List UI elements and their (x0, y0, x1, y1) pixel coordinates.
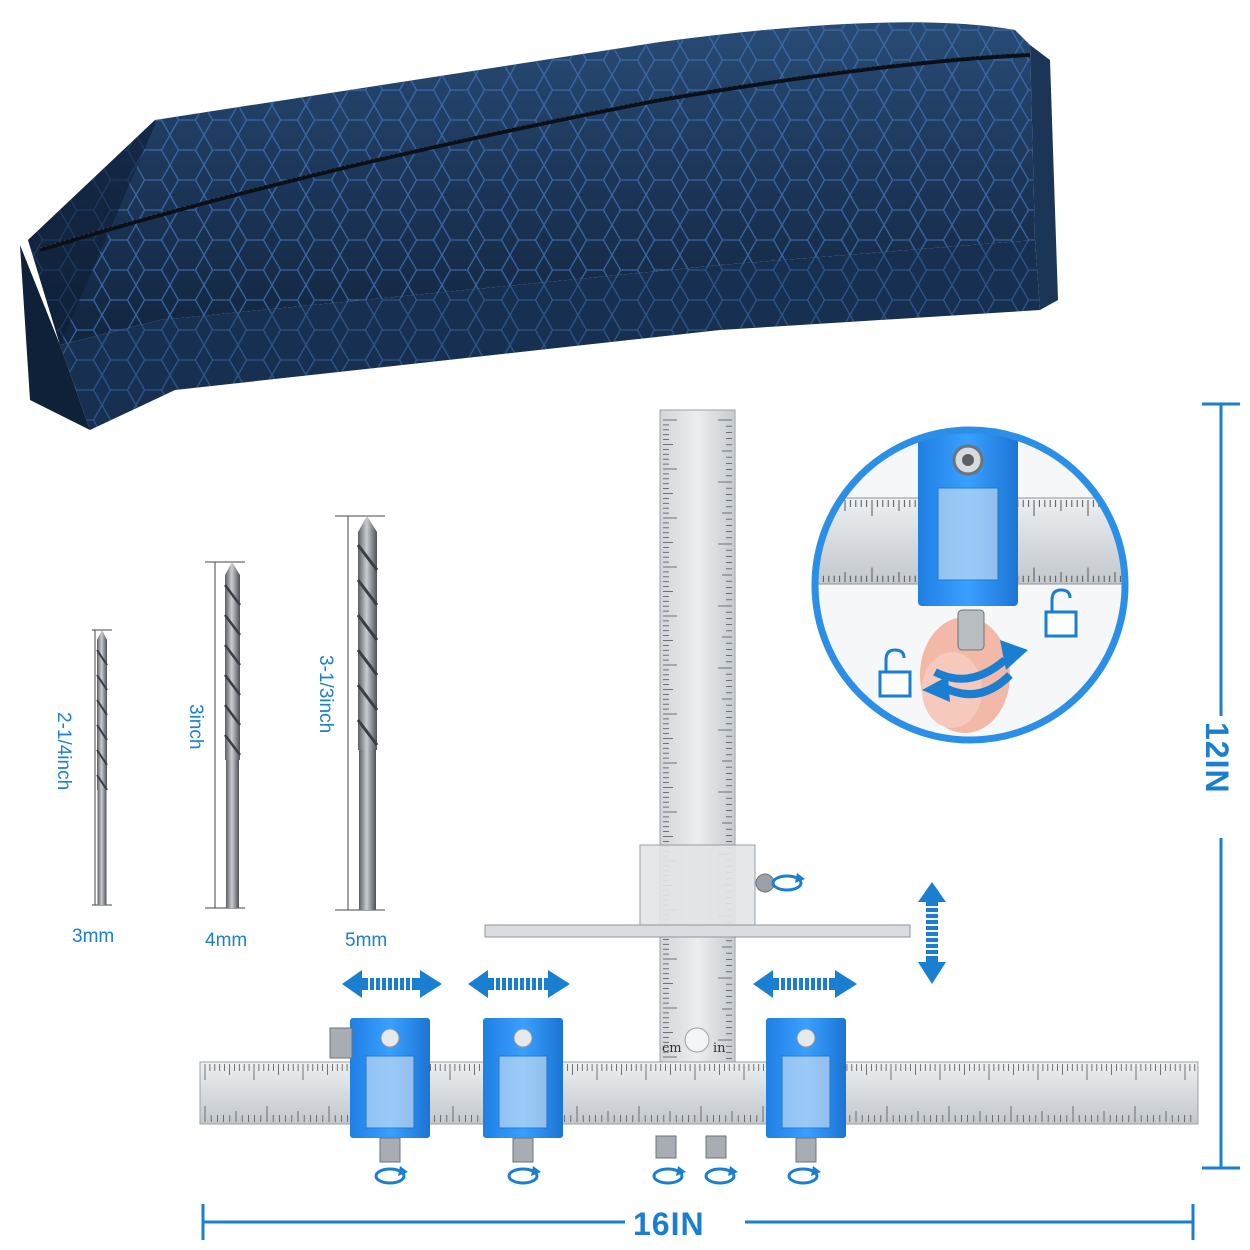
vertical-ruler: cm in (484, 409, 911, 1101)
arrow-stripe (410, 978, 412, 990)
arrow-stripe (809, 978, 811, 990)
rotate-arrow-path (771, 874, 803, 892)
arrow-stripe (542, 978, 544, 990)
arrow-stripe (926, 936, 938, 938)
padlock-open-icon (1044, 588, 1078, 638)
drill-bits: 2-1/4inch 3inch 3-1/3inch 3mm 4mm 5mm (53, 515, 387, 951)
rotate-arrow-icon (374, 1166, 408, 1185)
clamp-knob (512, 1137, 534, 1163)
width-dimension: 16IN (201, 1204, 1195, 1242)
storage-bag (20, 22, 1058, 430)
rotate-arrow-head (728, 1166, 738, 1176)
clamp-knob (655, 1135, 677, 1159)
clamp-window (498, 1055, 548, 1129)
clamp-knob (329, 1027, 353, 1059)
arrow-stripe (779, 978, 781, 990)
arrow-stripe (386, 978, 388, 990)
arrow-stripe (803, 978, 805, 990)
ruler-unit-in: in (713, 1041, 726, 1056)
clamp-window (365, 1055, 415, 1129)
drill-bit-3-length-label: 3-1/3inch (315, 655, 336, 733)
arrow-stripe (524, 978, 526, 990)
arrow-stripe (926, 924, 938, 926)
arrow-stripe (815, 978, 817, 990)
arrow-stripe (512, 978, 514, 990)
arrow-stripe (374, 978, 376, 990)
rotate-arrow-path (652, 1167, 684, 1185)
rotate-arrow-path (374, 1167, 406, 1185)
rotate-arrow-head (676, 1166, 686, 1176)
clamp-knob (379, 1137, 401, 1163)
rotate-arrow-head (811, 1166, 821, 1176)
arrow-stripe (500, 978, 502, 990)
clamp-knob (705, 1135, 727, 1159)
arrow-stripe (926, 954, 938, 956)
arrow-stripe (506, 978, 508, 990)
rotate-arrow-path (787, 1167, 819, 1185)
arrow-stripe (791, 978, 793, 990)
move-vertical-icon (918, 882, 946, 984)
arrow-stripe (926, 930, 938, 932)
arrow-stripe (392, 978, 394, 990)
drill-bit-3-diameter-label: 5mm (345, 930, 387, 951)
detail-inset (811, 426, 1129, 744)
clamp-screw (380, 1028, 400, 1048)
arrow-stripe (821, 978, 823, 990)
arrow-stripe (530, 978, 532, 990)
blue-clamp (483, 1018, 563, 1163)
rotate-arrow-icon (787, 1166, 821, 1185)
drill-bit-2 (205, 561, 245, 909)
drill-bit-1-length-label: 2-1/4inch (53, 712, 74, 790)
arrow-stripe (926, 948, 938, 950)
arrow-stripe (797, 978, 799, 990)
rotate-arrow-head (531, 1166, 541, 1176)
drill-bit-1-diameter-label: 3mm (72, 926, 114, 947)
arrow-stripe (926, 906, 938, 908)
arrow-stripe (518, 978, 520, 990)
rotate-arrow-icon (652, 1166, 686, 1185)
arrow-stripe (398, 978, 400, 990)
padlock-open-icon (878, 648, 912, 698)
height-dimension: 12IN (1199, 402, 1240, 1170)
arrow-stripe (827, 978, 829, 990)
arrow-stripe (785, 978, 787, 990)
clamp-window (781, 1055, 831, 1129)
drill-bit-3 (335, 515, 385, 911)
arrow-stripe (494, 978, 496, 990)
arrow-stripe (926, 942, 938, 944)
rotate-arrow-icon (507, 1166, 541, 1185)
rotate-arrow-head (795, 873, 805, 883)
arrow-stripe (926, 918, 938, 920)
rotate-arrow-path (704, 1167, 736, 1185)
height-dimension-label: 12IN (1199, 722, 1235, 794)
clamp-screw (796, 1028, 816, 1048)
rotate-arrow-path (507, 1167, 539, 1185)
blue-clamp (766, 1018, 846, 1163)
ruler-unit-cm: cm (662, 1041, 682, 1056)
arrow-stripe (404, 978, 406, 990)
horizontal-ruler (199, 1061, 1199, 1125)
clamp-knob (795, 1137, 817, 1163)
drill-bit-2-diameter-label: 4mm (205, 930, 247, 951)
width-dimension-label: 16IN (633, 1206, 705, 1242)
arrow-stripe (926, 912, 938, 914)
drill-bit-2-length-label: 3inch (185, 704, 206, 749)
rotate-arrow-icon (771, 873, 805, 892)
drill-bit-1 (92, 629, 112, 906)
clamp-screw (513, 1028, 533, 1048)
arrow-stripe (368, 978, 370, 990)
rotate-arrow-icon (704, 1166, 738, 1185)
rotate-arrow-head (398, 1166, 408, 1176)
arrow-stripe (536, 978, 538, 990)
arrow-stripe (380, 978, 382, 990)
blue-clamp (350, 1018, 430, 1163)
